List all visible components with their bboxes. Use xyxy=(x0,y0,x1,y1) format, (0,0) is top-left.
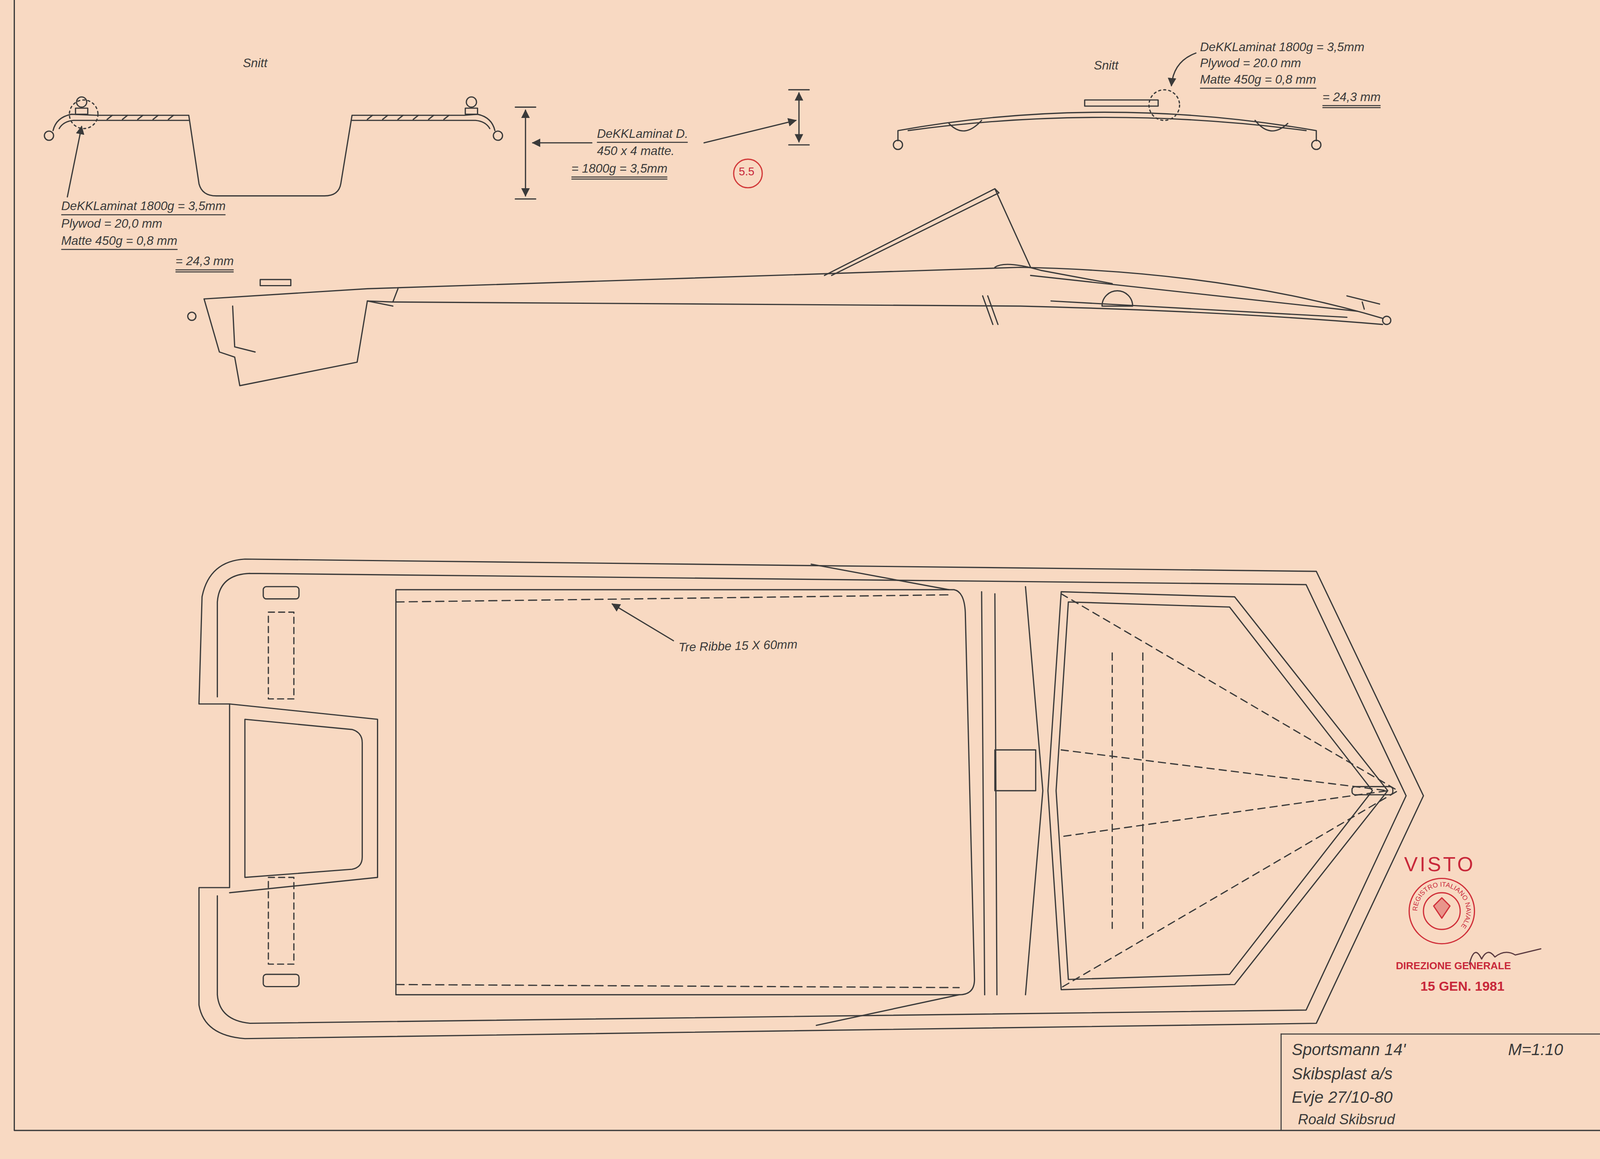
plan-view xyxy=(198,559,1424,1040)
title-text: M=1:10 xyxy=(1508,1041,1564,1060)
drawing-note: Tre Ribbe 15 X 60mm xyxy=(678,638,798,656)
drawing-note: = 24,3 mm xyxy=(175,255,234,273)
title-block: Sportsmann 14' M=1:10Skibsplast a/sEvje 2… xyxy=(1280,1033,1600,1131)
drawing-note: Matte 450g = 0,8 mm xyxy=(1200,73,1317,89)
drawing-note: 450 x 4 matte. xyxy=(596,144,675,159)
stamp-text: 5.5 xyxy=(738,165,755,179)
title-text: Skibsplast a/s xyxy=(1291,1065,1393,1084)
side-profile xyxy=(187,188,1392,386)
foredeck-section xyxy=(893,89,1322,150)
drawing-note: Matte 450g = 0,8 mm xyxy=(61,234,178,250)
drawing-note: Plywod = 20.0 mm xyxy=(1200,57,1302,72)
drawing-note: DeKKLaminat D. xyxy=(596,127,688,143)
stamp-ring-text: REGISTRO ITALIANO NAVALE xyxy=(1411,880,1473,931)
stamp-text: 15 GEN. 1981 xyxy=(1420,979,1505,995)
drawing-note: Snitt xyxy=(1093,59,1119,74)
callout-circle xyxy=(733,159,763,188)
cockpit-section xyxy=(44,96,503,196)
approval-stamp: REGISTRO ITALIANO NAVALE xyxy=(1408,878,1475,945)
dimension-lines xyxy=(67,53,1196,642)
title-text: Evje 27/10-80 xyxy=(1291,1089,1393,1108)
title-text: Roald Skibsrud xyxy=(1298,1111,1395,1128)
drawing-note: = 24,3 mm xyxy=(1322,91,1381,109)
title-text: Sportsmann 14' xyxy=(1291,1041,1406,1060)
drawing-note: = 1800g = 3,5mm xyxy=(571,162,668,180)
stamp-text: VISTO xyxy=(1403,853,1475,877)
drawing-note: DeKKLaminat 1800g = 3,5mm xyxy=(61,200,226,216)
drawing-note: Plywod = 20,0 mm xyxy=(61,217,163,232)
sheet-frame xyxy=(14,0,1600,1131)
drawing-note: Snitt xyxy=(242,57,268,72)
drawing-note: DeKKLaminat 1800g = 3,5mm xyxy=(1200,41,1365,56)
stamp-text: DIREZIONE GENERALE xyxy=(1395,960,1511,973)
